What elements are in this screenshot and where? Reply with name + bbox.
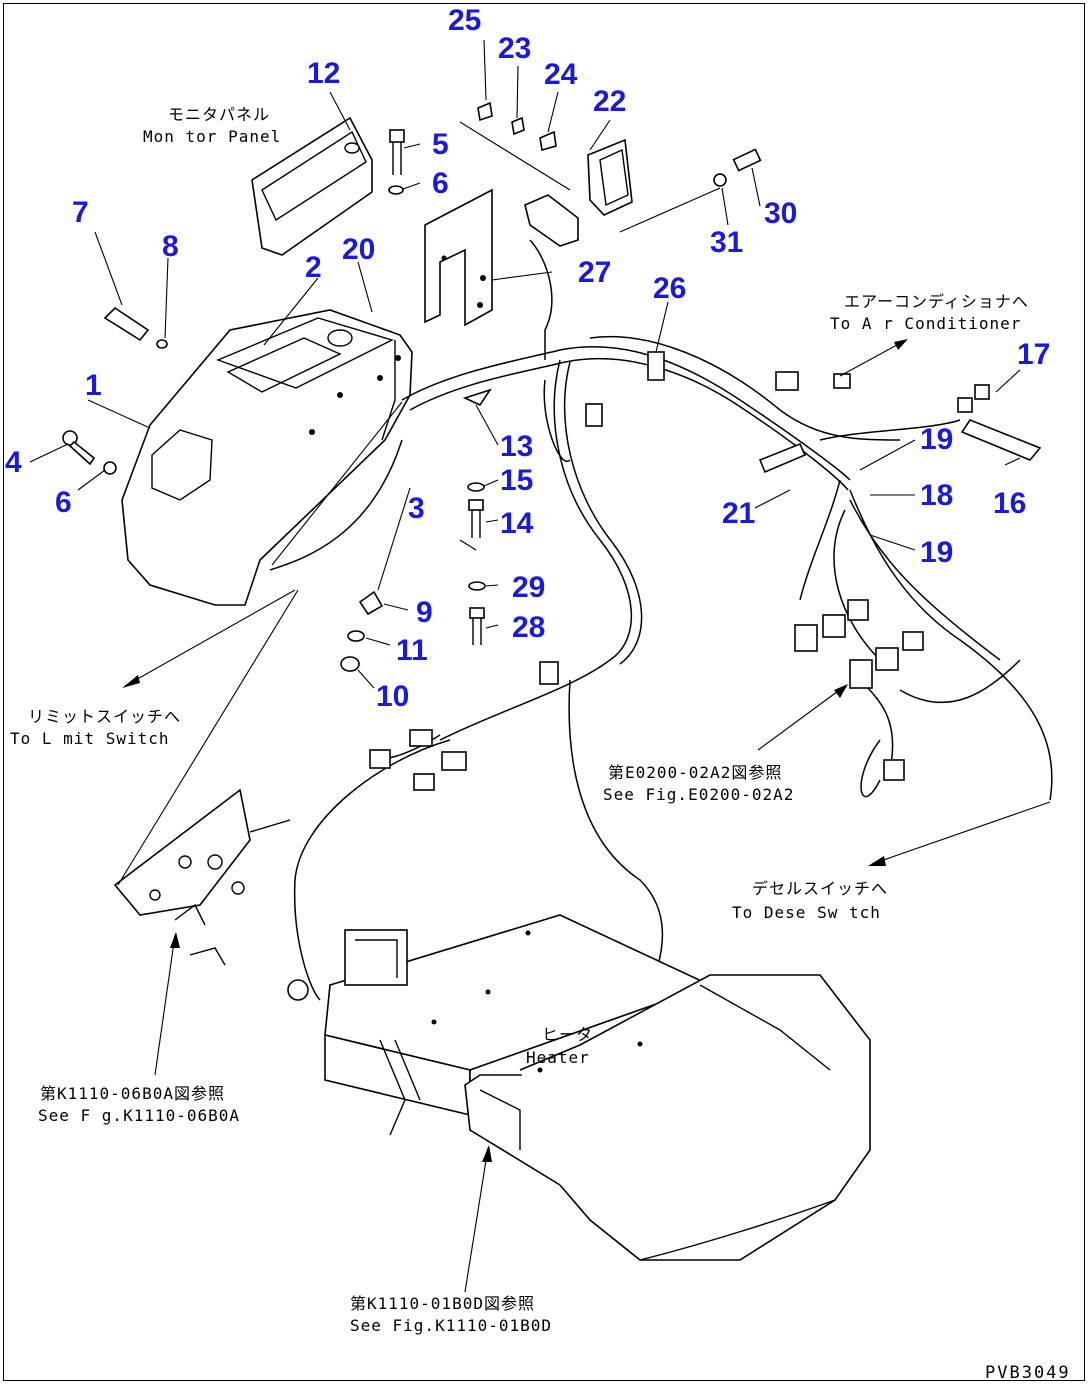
callout-12: 12	[307, 57, 340, 90]
callout-25: 25	[448, 4, 481, 37]
callout-19-top: 19	[920, 423, 953, 456]
callout-4: 4	[5, 446, 22, 479]
callout-17: 17	[1017, 338, 1050, 371]
limit-switch-label-jp: リミットスイッチへ	[28, 707, 181, 726]
limit-switch-label-en: To L mit Switch	[10, 729, 170, 748]
clip-22	[587, 138, 633, 216]
page-code: PVB3049	[985, 1363, 1071, 1383]
callout-19-bottom: 19	[920, 536, 953, 569]
monitor-panel-label-jp: モニタパネル	[168, 105, 270, 124]
fig-e0200-label-en: See Fig.E0200-02A2	[603, 785, 794, 804]
fig-e0200-label-jp: 第E0200-02A2図参照	[608, 763, 782, 782]
callout-7: 7	[72, 196, 89, 229]
callout-20: 20	[342, 233, 375, 266]
callout-28: 28	[512, 611, 545, 644]
decel-switch-label-jp: デセルスイッチへ	[752, 879, 888, 898]
callout-10: 10	[376, 680, 409, 713]
callout-13: 13	[500, 430, 533, 463]
air-conditioner-label-jp: エアーコンディショナへ	[844, 292, 1029, 311]
callout-23: 23	[498, 32, 531, 65]
callout-11: 11	[396, 634, 428, 667]
connector-30	[713, 148, 762, 187]
part-23	[511, 116, 525, 136]
callout-3: 3	[408, 492, 425, 525]
heater-assembly	[287, 914, 871, 1261]
callout-6-left: 6	[55, 486, 72, 519]
callout-5: 5	[432, 128, 449, 161]
decel-switch-label-en: To Dese Sw tch	[732, 903, 881, 922]
wire-harness	[269, 239, 1053, 1081]
harness-connectors	[369, 351, 1042, 791]
heater-label-jp: ヒータ	[542, 1025, 593, 1044]
callout-21: 21	[722, 497, 755, 530]
reference-arrows	[122, 339, 1051, 1293]
callout-6-top: 6	[432, 167, 449, 200]
clamp-9	[340, 590, 384, 672]
bracket	[424, 188, 493, 327]
callout-2: 2	[305, 251, 322, 284]
part-24	[539, 130, 557, 152]
callout-26: 26	[653, 272, 686, 305]
callout-24: 24	[544, 58, 578, 91]
callout-29: 29	[512, 571, 545, 604]
monitor-panel-label-en: Mon tor Panel	[143, 127, 281, 146]
bolt-28	[468, 581, 486, 645]
callout-15: 15	[500, 464, 533, 497]
callout-8: 8	[162, 230, 179, 263]
bolt-5	[388, 129, 405, 195]
callout-27: 27	[578, 256, 611, 289]
callout-31: 31	[710, 226, 743, 259]
callout-numbers: 1 2 3 4 5 6 6 7 8 9 10 11 12 13 14 15 16…	[5, 4, 1050, 713]
clamp-27	[524, 194, 579, 247]
callout-1: 1	[85, 369, 102, 402]
heater-label-en: Heater	[526, 1048, 590, 1067]
callout-14: 14	[500, 507, 534, 540]
fig-k1110-06b0a-label-en: See F g.K1110-06B0A	[38, 1106, 240, 1125]
mount-bracket	[113, 788, 291, 966]
monitor-panel	[251, 116, 373, 256]
air-conditioner-label-en: To A r Conditioner	[830, 314, 1021, 333]
fig-k1110-06b0a-label-jp: 第K1110-06B0A図参照	[40, 1084, 225, 1103]
terminal-4	[62, 430, 117, 475]
console-box	[121, 309, 413, 606]
fig-k1110-01b0d-label-en: See Fig.K1110-01B0D	[350, 1316, 552, 1335]
reference-labels: モニタパネル Mon tor Panel エアーコンディショナへ To A r …	[10, 105, 1071, 1383]
callout-16: 16	[993, 487, 1026, 520]
bolt-7	[103, 306, 168, 349]
callout-18: 18	[920, 479, 953, 512]
fig-k1110-01b0d-label-jp: 第K1110-01B0D図参照	[350, 1294, 535, 1313]
leader-lines	[29, 39, 1021, 886]
bolt-14	[462, 388, 492, 538]
callout-9: 9	[416, 596, 433, 629]
callout-22: 22	[593, 85, 626, 118]
callout-30: 30	[764, 197, 797, 230]
part-25	[477, 101, 493, 122]
